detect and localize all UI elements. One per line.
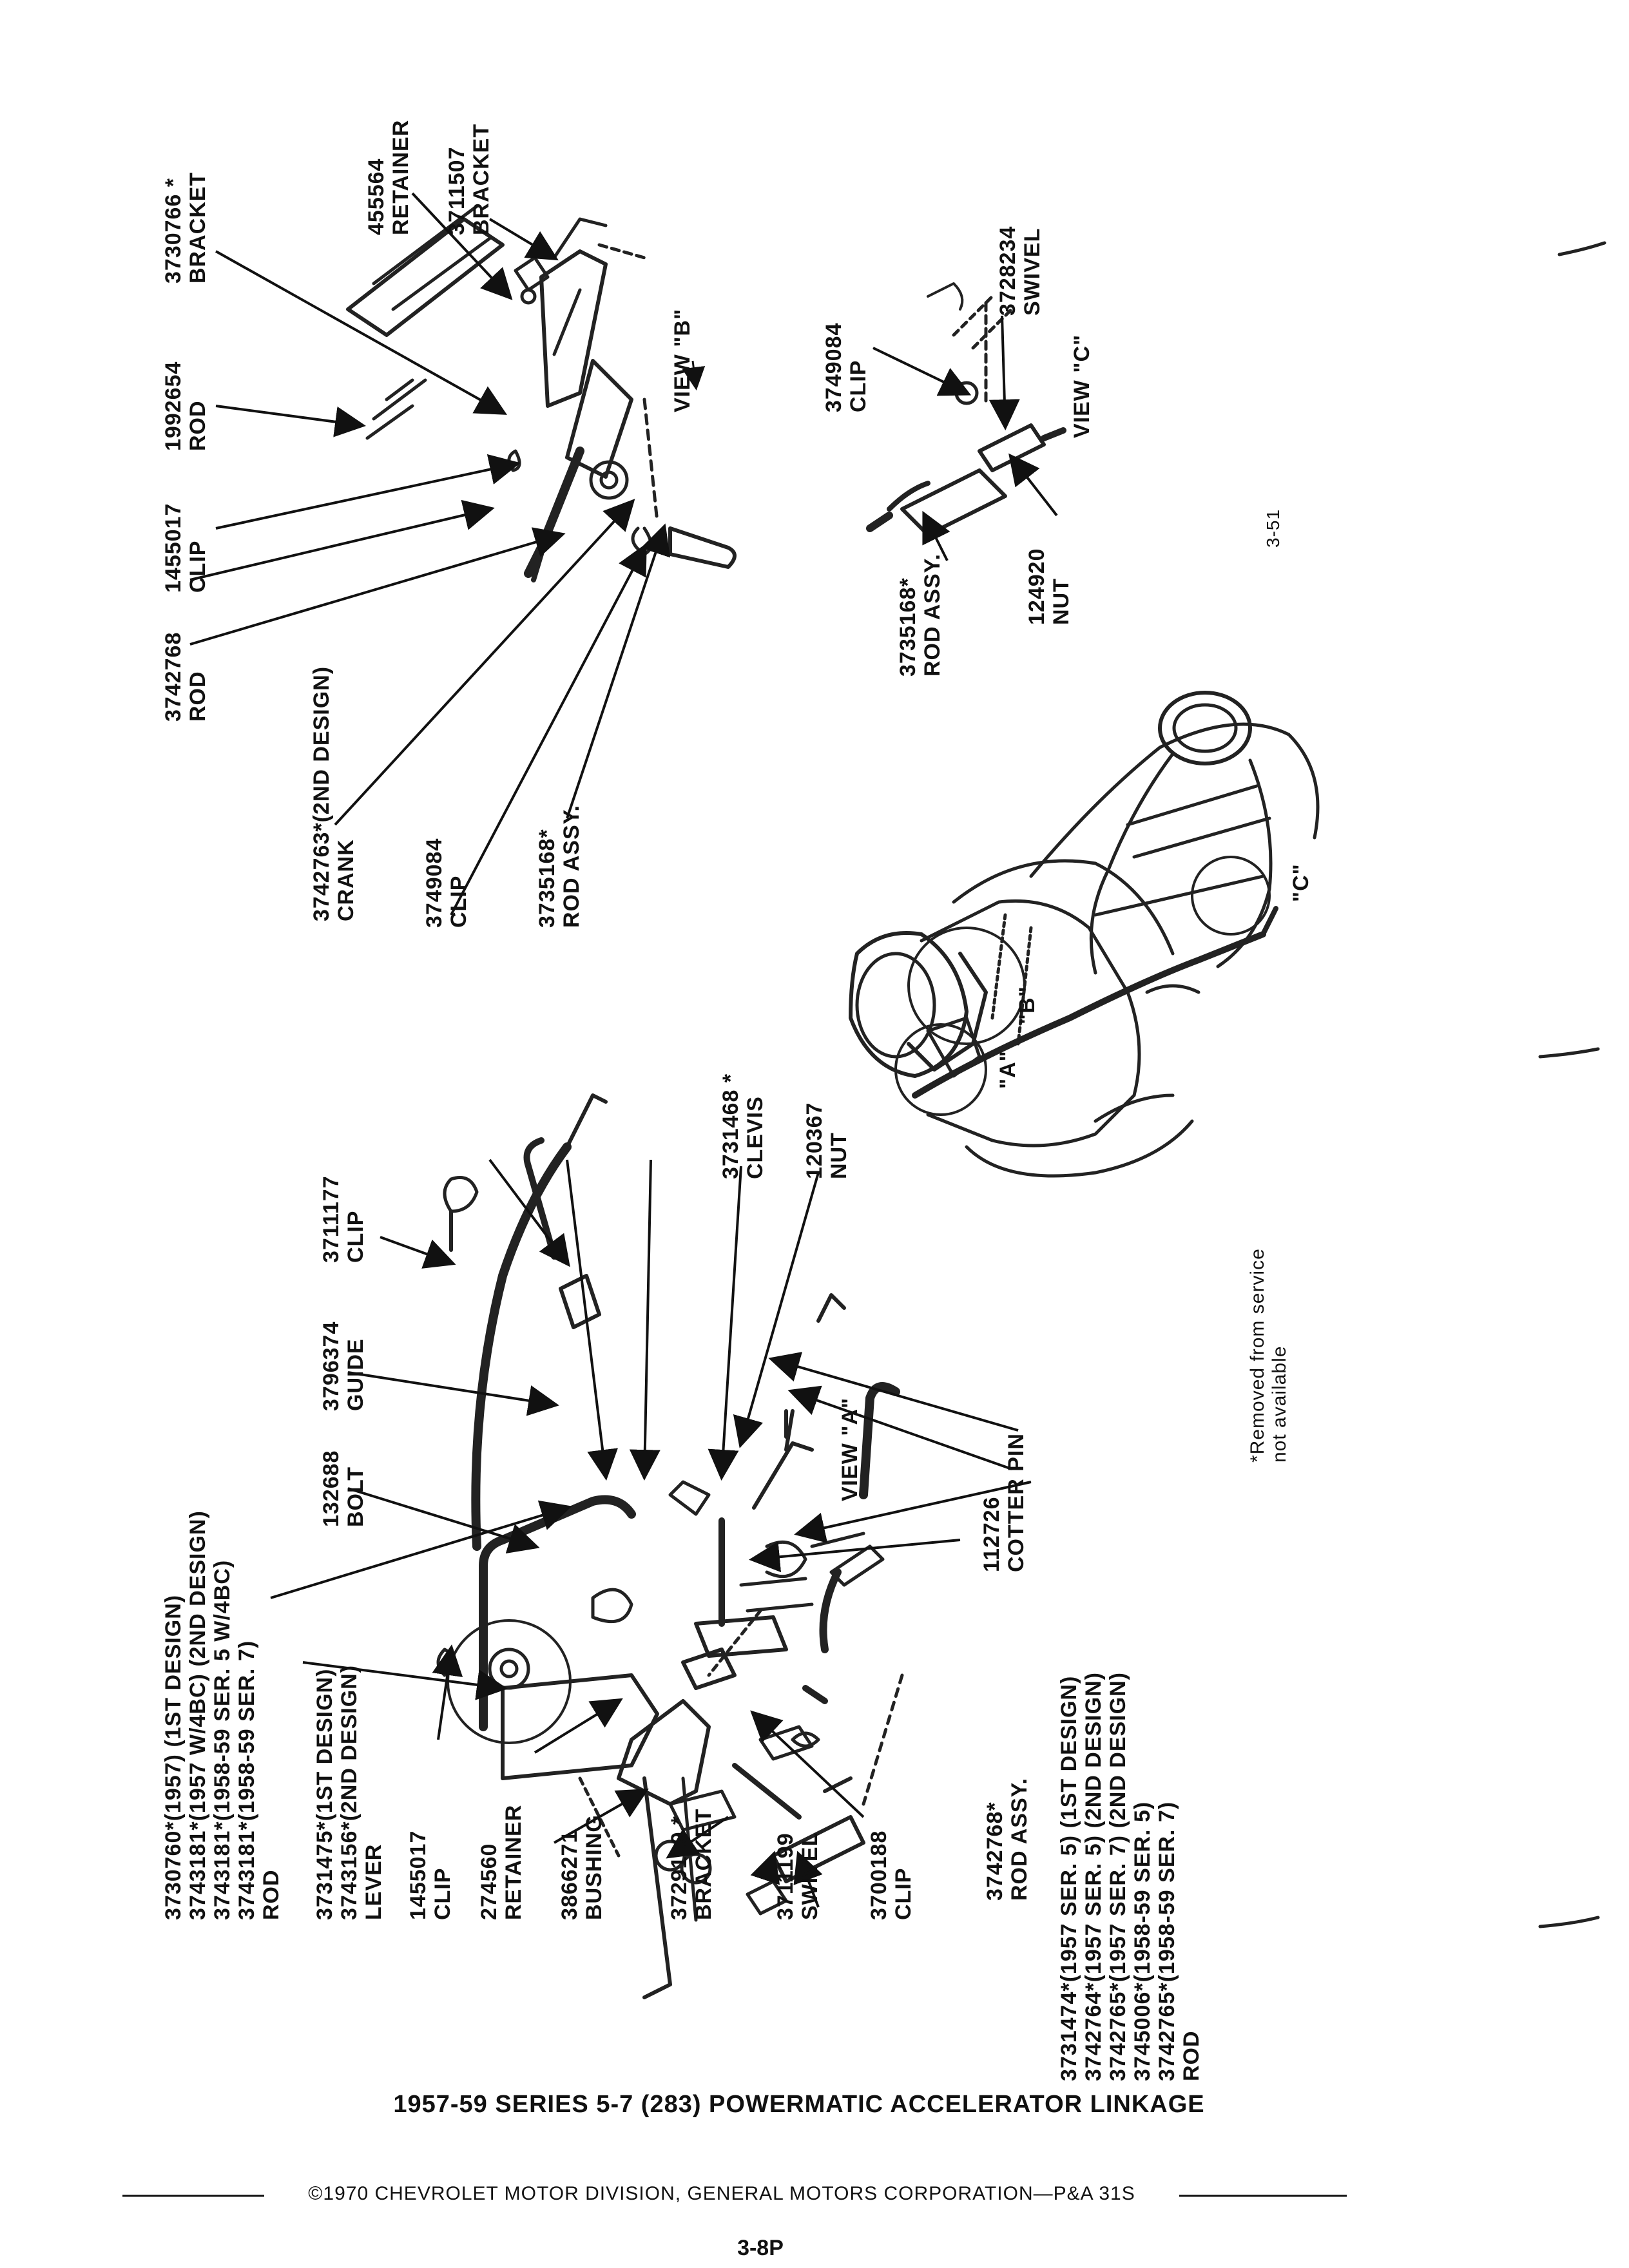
copyright-line: ©1970 CHEVROLET MOTOR DIVISION, GENERAL …: [308, 2183, 1135, 2204]
marker-a: "A": [996, 1050, 1020, 1089]
diagram-caption: 1957-59 SERIES 5-7 (283) POWERMATIC ACCE…: [393, 2091, 1205, 2118]
engine-assembly: [849, 691, 1320, 1178]
label-rodassy-3742768-a: 3742768*ROD ASSY.: [983, 1777, 1032, 1901]
label-rodassy-3735168-b: 3735168*ROD ASSY.: [535, 804, 584, 928]
label-clevis-3731468: 3731468 *CLEVIS: [718, 1073, 768, 1179]
marker-c: "C": [1289, 863, 1313, 902]
page-number: 3-8P: [737, 2236, 784, 2260]
label-bracket-3729119: 3729119 *BRACKET: [667, 1808, 717, 1920]
margin-mark: [1538, 1047, 1600, 1059]
label-lever-3731475: 3731475*(1ST DESIGN) 3743156*(2ND DESIGN…: [313, 1664, 387, 1920]
marker-b: "B": [1015, 986, 1039, 1024]
figure-number: 3-51: [1263, 508, 1283, 548]
view-c-linkage: [866, 282, 1066, 537]
view-c-title: VIEW "C": [1070, 334, 1094, 438]
label-crank-3742763: 3742763*(2ND DESIGN)CRANK: [309, 666, 359, 921]
label-bracket-3730766: 3730766 *BRACKET: [161, 171, 211, 284]
label-rodassy-3735168-c: 3735168*ROD ASSY.: [896, 553, 945, 677]
label-rod-3731474: 3731474*(1957 SER. 5) (1ST DESIGN) 37427…: [1057, 1672, 1204, 2081]
label-rod-3730760: 3730760*(1957) (1ST DESIGN) 3743181*(195…: [161, 1510, 284, 1920]
margin-mark: [1538, 1916, 1600, 1928]
view-b-title: VIEW "B": [670, 308, 695, 412]
margin-mark: [1557, 241, 1606, 256]
view-a-title: VIEW "A": [838, 1397, 862, 1501]
